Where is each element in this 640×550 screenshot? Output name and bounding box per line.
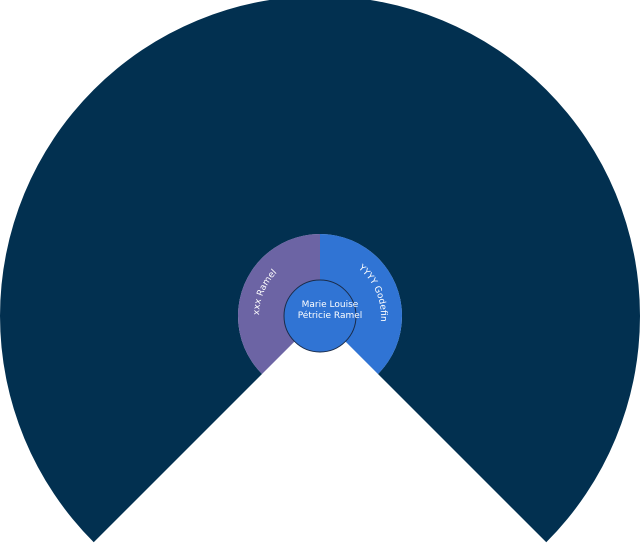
root-name-line2: Pétricie Ramel xyxy=(298,310,363,321)
root-person-circle[interactable] xyxy=(284,280,356,352)
mother-segment[interactable] xyxy=(320,234,402,374)
root-name-line1: Marie Louise xyxy=(302,300,359,310)
father-segment[interactable] xyxy=(237,234,320,374)
root-person-outline xyxy=(283,279,357,353)
